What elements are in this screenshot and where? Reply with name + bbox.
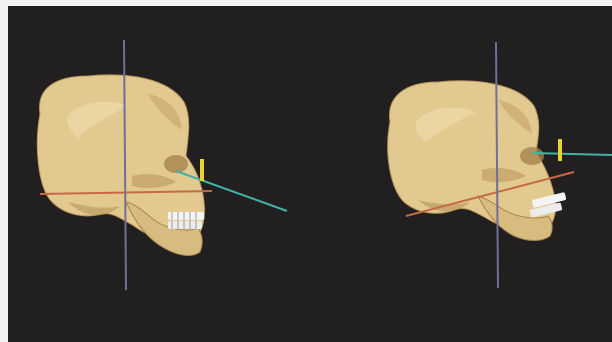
- nasion-marker: [558, 139, 562, 161]
- skull-illustration: [388, 81, 567, 241]
- left-skull-svg: [8, 6, 310, 342]
- right-skull-svg: [310, 6, 612, 342]
- cephalometric-viewport: [8, 6, 612, 342]
- left-skull-view: [8, 6, 310, 342]
- facial-profile-line: [532, 153, 612, 155]
- right-skull-view: [310, 6, 612, 342]
- nasion-marker: [200, 159, 204, 181]
- vertical-reference-line: [496, 42, 498, 288]
- skull-illustration: [37, 75, 204, 256]
